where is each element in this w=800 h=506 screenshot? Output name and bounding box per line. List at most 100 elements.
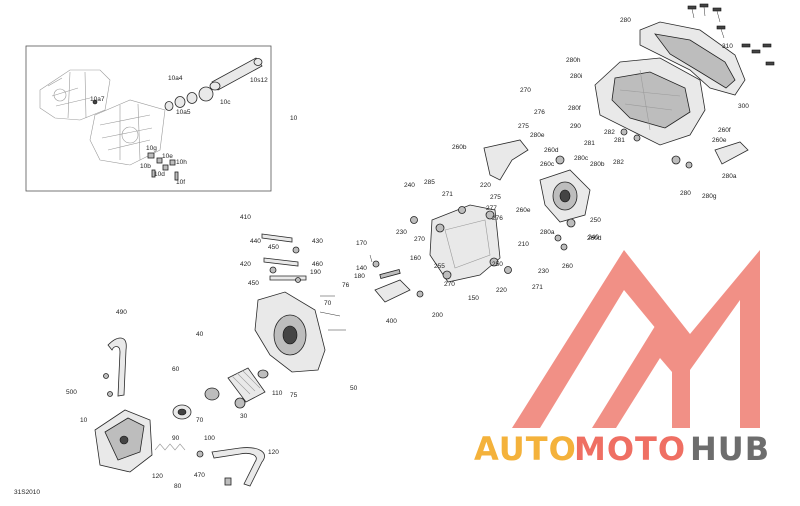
callout-label: 470 — [194, 472, 205, 479]
callout-label: 280h — [566, 57, 581, 64]
callout-label: 450 — [248, 280, 259, 287]
callout-label: 310 — [722, 43, 733, 50]
callout-label: 230 — [538, 268, 549, 275]
watermark-logo-shape — [512, 250, 760, 428]
callout-label: 281 — [584, 140, 595, 147]
callout-label: 70 — [196, 417, 204, 424]
callout-label: 100 — [204, 435, 215, 442]
callout-label: 490 — [116, 309, 127, 316]
callout-label: 280 — [680, 190, 691, 197]
watermark-hub: HUB — [690, 430, 770, 468]
inset-frame — [25, 45, 272, 192]
callout-label: 80 — [174, 483, 182, 490]
callout-label: 260d — [587, 235, 602, 242]
callout-label: 50 — [350, 385, 358, 392]
callout-label: 40 — [196, 331, 204, 338]
callout-label: 280g — [702, 193, 717, 200]
callout-label: 270 — [520, 87, 531, 94]
boot-coupling-group — [172, 367, 269, 420]
callout-label: 190 — [310, 269, 321, 276]
callout-label: 210 — [518, 241, 529, 248]
callout-label: 120 — [268, 449, 279, 456]
callout-label: 220 — [480, 182, 491, 189]
drive-shaft — [209, 57, 263, 91]
callout-label: 270 — [414, 236, 425, 243]
mounting-plate-210 — [410, 204, 512, 283]
shaft-linkage-150 — [369, 254, 424, 303]
callout-label: 285 — [424, 179, 435, 186]
callout-label: 275 — [490, 194, 501, 201]
watermark-auto: AUTO — [474, 430, 577, 468]
callout-label: 60 — [172, 366, 180, 373]
callout-label: 300 — [738, 103, 749, 110]
callout-label: 10s12 — [250, 77, 268, 84]
pump-body-10 — [94, 337, 265, 487]
callout-label: 280b — [590, 161, 605, 168]
callout-label: 10a5 — [176, 109, 191, 116]
callout-label: 10h — [176, 159, 187, 166]
callout-label: 10e — [162, 153, 173, 160]
callout-label: 277 — [486, 205, 497, 212]
pump-housing-75 — [254, 233, 346, 373]
watermark-moto: MOTO — [574, 430, 686, 468]
callout-label: 282 — [613, 159, 624, 166]
callout-label: 200 — [432, 312, 443, 319]
callout-label: 255 — [434, 263, 445, 270]
callout-label: 420 — [240, 261, 251, 268]
callout-label: 275 — [518, 123, 529, 130]
callout-label: 271 — [442, 191, 453, 198]
housing-cover-assembly — [594, 3, 775, 169]
callout-label: 500 — [66, 389, 77, 396]
callout-label: 10f — [176, 179, 185, 186]
callout-label: 270 — [444, 281, 455, 288]
callout-label: 76 — [342, 282, 350, 289]
callout-label: 10a7 — [90, 96, 105, 103]
callout-label: 260e — [712, 137, 727, 144]
callout-label: 271 — [532, 284, 543, 291]
callout-label: 460 — [312, 261, 323, 268]
callout-label: 440 — [250, 238, 261, 245]
callout-label: 260 — [562, 263, 573, 270]
callout-label: 250 — [590, 217, 601, 224]
callout-label: 281 — [614, 137, 625, 144]
watermark-logo: AUTO MOTO HUB — [474, 250, 770, 468]
callout-label: 230 — [396, 229, 407, 236]
callout-label: 110 — [272, 390, 283, 397]
callout-label: 400 — [386, 318, 397, 325]
callout-label: 260b — [452, 144, 467, 151]
callout-label: 290 — [570, 123, 581, 130]
callout-label: 280a — [540, 229, 555, 236]
callout-label: 260e — [516, 207, 531, 214]
callout-label: 10c — [220, 99, 231, 106]
callout-label: 280 — [620, 17, 631, 24]
inset-engine-assembly — [25, 45, 272, 192]
callout-label: 260c — [540, 161, 555, 168]
callout-label: 10g — [146, 145, 157, 152]
callout-label: 90 — [172, 435, 180, 442]
callout-label: 140 — [356, 265, 367, 272]
callout-label: 240 — [404, 182, 415, 189]
callout-label: 10b — [140, 163, 151, 170]
drawing-code: 31S2010 — [14, 489, 40, 496]
callout-label: 180 — [354, 273, 365, 280]
callout-label: 120 — [152, 473, 163, 480]
callout-label: 75 — [290, 392, 298, 399]
callout-label: 10a4 — [168, 75, 183, 82]
callout-label: 160 — [410, 255, 421, 262]
callout-label: 10d — [154, 171, 165, 178]
callout-label: 170 — [356, 240, 367, 247]
callout-label: 282 — [604, 129, 615, 136]
callout-label: 260f — [718, 127, 731, 134]
callout-label: 10 — [290, 115, 298, 122]
callout-label: 10 — [80, 417, 88, 424]
callout-label: 410 — [240, 214, 251, 221]
bracket-assembly-260 — [483, 139, 591, 251]
callout-label: 220 — [496, 287, 507, 294]
callout-label: 276 — [534, 109, 545, 116]
callout-label: 276 — [492, 215, 503, 222]
callout-label: 70 — [324, 300, 332, 307]
callout-label: 280e — [530, 132, 545, 139]
callout-label: 280a — [722, 173, 737, 180]
